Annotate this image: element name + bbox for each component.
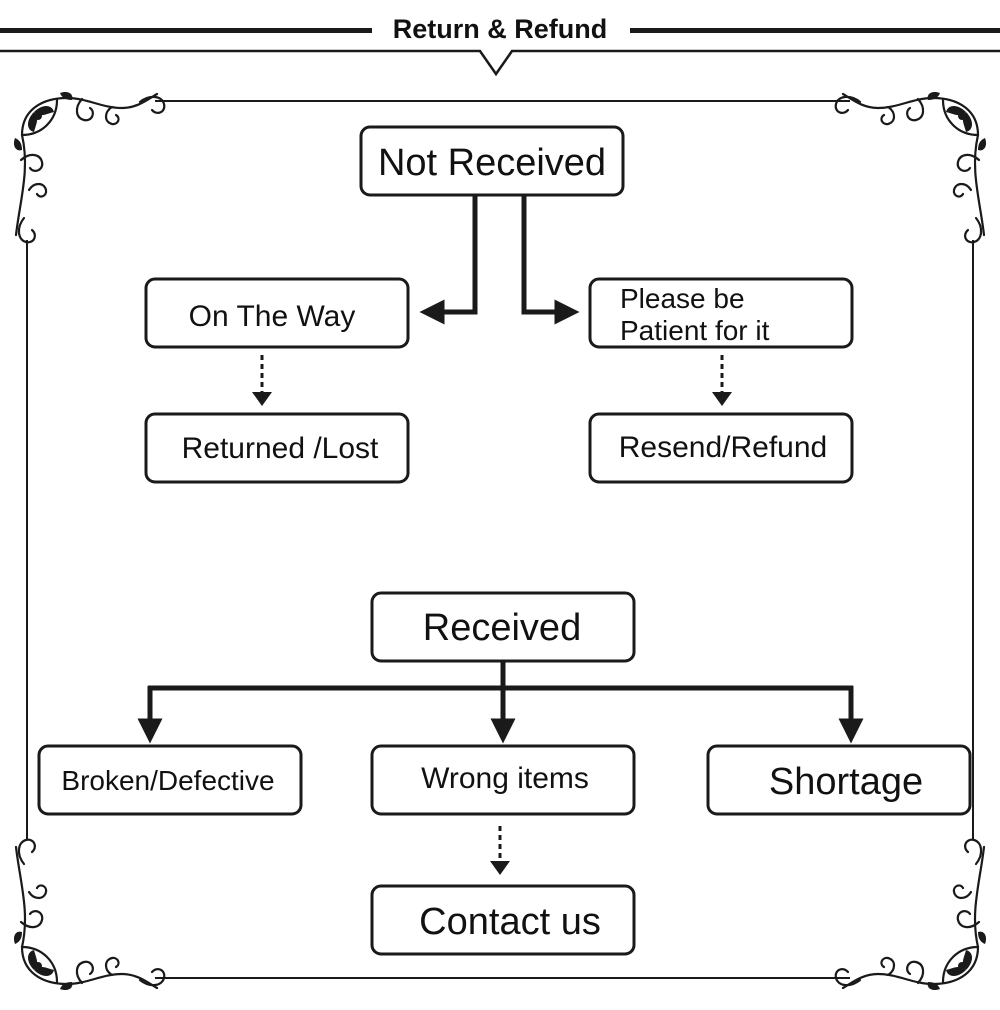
node-label-line1: Please be — [620, 283, 745, 314]
node-please-be-patient: Please be Patient for it — [588, 277, 854, 349]
node-label: Wrong items — [421, 762, 589, 795]
node-label: Received — [423, 607, 581, 649]
flourish-ornament-icon — [12, 838, 166, 992]
outer-frame — [26, 100, 974, 979]
connector-arrow — [521, 195, 580, 325]
node-label-line2: Patient for it — [620, 315, 770, 346]
node-contact-us: Contact us — [370, 884, 636, 956]
node-label: On The Way — [189, 300, 356, 333]
connector-arrow — [419, 195, 478, 325]
arrowhead-icon — [490, 861, 510, 875]
node-label: Shortage — [769, 761, 923, 803]
node-wrong-items: Wrong items — [370, 744, 636, 816]
flourish-ornament-icon — [834, 838, 988, 992]
node-label: Contact us — [419, 901, 601, 943]
node-label: Not Received — [378, 142, 606, 184]
node-not-received: Not Received — [359, 125, 625, 197]
arrowhead-icon — [712, 392, 732, 406]
node-shortage: Shortage — [706, 744, 972, 816]
node-label: Resend/Refund — [619, 431, 827, 464]
page-title: Return & Refund — [393, 14, 607, 44]
node-broken-defective: Broken/Defective — [37, 744, 303, 816]
node-received: Received — [370, 591, 636, 663]
flourish-ornament-icon — [834, 90, 988, 244]
arrowhead-icon — [252, 392, 272, 406]
node-label: Broken/Defective — [61, 765, 274, 796]
node-resend-refund: Resend/Refund — [588, 412, 854, 484]
node-on-the-way: On The Way — [144, 277, 410, 349]
header-rules — [0, 28, 1000, 77]
flourish-ornament-icon — [12, 90, 166, 244]
node-label: Returned /Lost — [182, 432, 379, 465]
node-returned-lost: Returned /Lost — [144, 412, 410, 484]
